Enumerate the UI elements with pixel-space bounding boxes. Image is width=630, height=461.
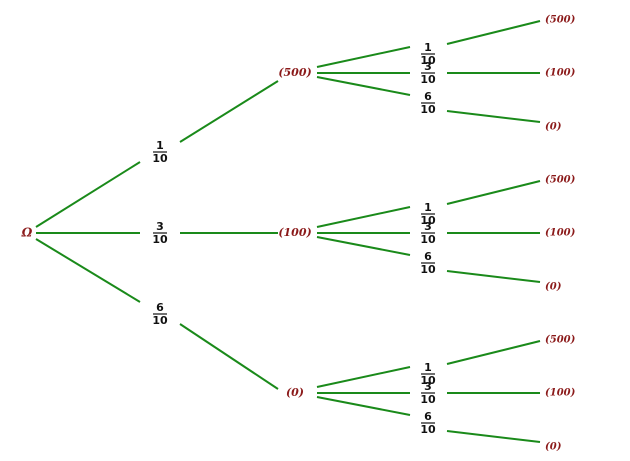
leaf-100-500: (500) xyxy=(545,175,576,186)
prob-fraction-0-100: 310 xyxy=(420,380,436,406)
prob-fraction-100-100: 310 xyxy=(420,220,436,246)
fraction-denominator: 10 xyxy=(420,233,436,246)
prob-fraction-100-500: 110 xyxy=(420,201,436,227)
fraction-numerator: 6 xyxy=(156,301,164,314)
branch-100-to-prob-0 xyxy=(316,236,411,256)
root-omega-label: Ω xyxy=(21,226,33,240)
fraction-denominator: 10 xyxy=(152,233,168,246)
prob-fraction-0-0: 610 xyxy=(420,410,436,436)
fraction-numerator: 3 xyxy=(424,380,432,393)
branch-root-to-prob-0 xyxy=(35,238,141,303)
prob-fraction-100: 310 xyxy=(152,220,168,246)
branch-prob-to-leaf-0-500 xyxy=(446,340,541,365)
node-500: (500) xyxy=(278,66,311,79)
prob-fraction-500: 110 xyxy=(152,139,168,165)
fraction-denominator: 10 xyxy=(420,423,436,436)
leaf-500-100: (100) xyxy=(545,68,576,79)
fraction-denominator: 10 xyxy=(420,73,436,86)
fraction-numerator: 6 xyxy=(424,250,432,263)
fraction-denominator: 10 xyxy=(420,374,436,387)
branch-0-to-prob-0 xyxy=(316,396,411,416)
fraction-denominator: 10 xyxy=(420,54,436,67)
branch-100-to-prob-500 xyxy=(316,206,411,228)
fraction-numerator: 3 xyxy=(424,60,432,73)
fraction-numerator: 1 xyxy=(424,41,432,54)
leaf-500-0: (0) xyxy=(545,122,562,133)
branch-prob-to-leaf-500-0 xyxy=(446,110,541,123)
branch-0-to-prob-500 xyxy=(316,366,411,388)
fraction-numerator: 1 xyxy=(156,139,164,152)
leaf-0-500: (500) xyxy=(545,335,576,346)
prob-fraction-500-100: 310 xyxy=(420,60,436,86)
branch-500-to-prob-500 xyxy=(316,46,411,68)
branch-500-to-prob-0 xyxy=(316,76,411,96)
branch-prob-to-node-500 xyxy=(179,80,279,143)
prob-fraction-0: 610 xyxy=(152,301,168,327)
node-100: (100) xyxy=(278,226,311,239)
fraction-denominator: 10 xyxy=(420,263,436,276)
leaf-0-100: (100) xyxy=(545,388,576,399)
leaf-500-500: (500) xyxy=(545,15,576,26)
prob-fraction-500-0: 610 xyxy=(420,90,436,116)
fraction-numerator: 1 xyxy=(424,201,432,214)
fraction-numerator: 1 xyxy=(424,361,432,374)
fraction-numerator: 3 xyxy=(424,220,432,233)
branch-prob-to-leaf-100-500 xyxy=(446,180,541,205)
fraction-numerator: 6 xyxy=(424,410,432,423)
leaf-100-100: (100) xyxy=(545,228,576,239)
node-0: (0) xyxy=(286,386,304,399)
leaf-0-0: (0) xyxy=(545,442,562,453)
fraction-numerator: 3 xyxy=(156,220,164,233)
branch-prob-to-leaf-0-0 xyxy=(446,430,541,443)
fraction-denominator: 10 xyxy=(420,103,436,116)
branch-prob-to-leaf-100-0 xyxy=(446,270,541,283)
branch-prob-to-leaf-500-500 xyxy=(446,20,541,45)
fraction-numerator: 6 xyxy=(424,90,432,103)
branch-prob-to-node-0 xyxy=(179,323,279,390)
prob-fraction-0-500: 110 xyxy=(420,361,436,387)
fraction-denominator: 10 xyxy=(152,314,168,327)
branch-root-to-prob-500 xyxy=(35,161,141,228)
fraction-denominator: 10 xyxy=(420,393,436,406)
prob-fraction-500-500: 110 xyxy=(420,41,436,67)
prob-fraction-100-0: 610 xyxy=(420,250,436,276)
leaf-100-0: (0) xyxy=(545,282,562,293)
fraction-denominator: 10 xyxy=(420,214,436,227)
fraction-denominator: 10 xyxy=(152,152,168,165)
